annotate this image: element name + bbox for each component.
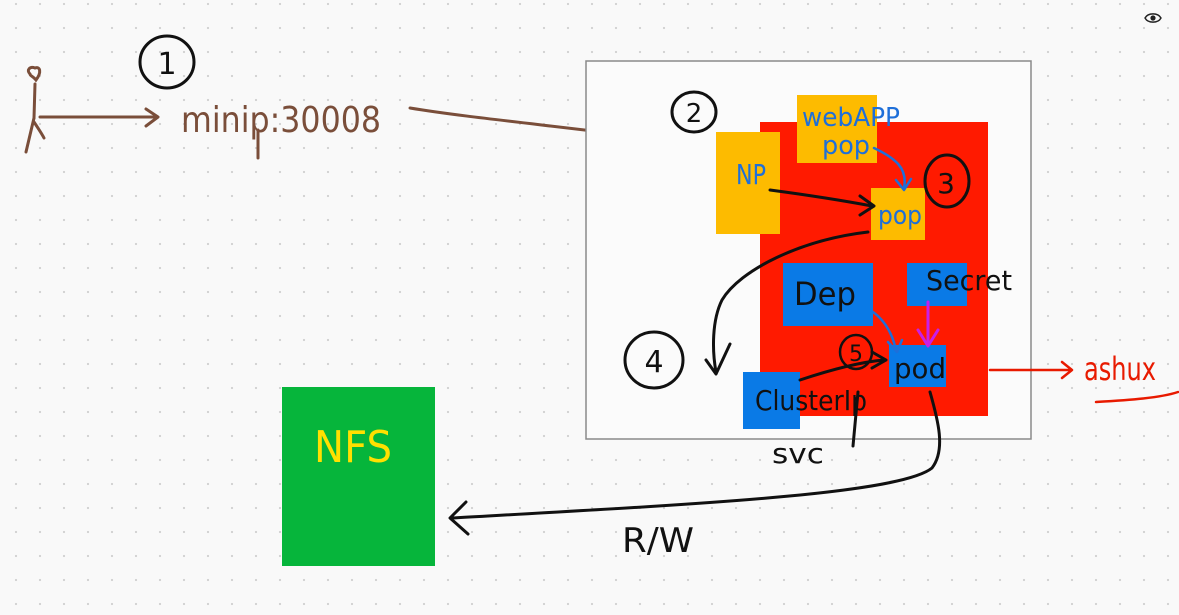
clusterip-tail-stroke xyxy=(851,390,860,448)
webapp-pod-label-line1: webAPP xyxy=(802,103,900,133)
step-5-label: 5 xyxy=(849,342,863,367)
output-underline xyxy=(1094,390,1179,404)
eye-icon[interactable] xyxy=(1144,10,1162,24)
clusterip-to-pod-arrow xyxy=(798,350,888,382)
webapp-pod-box[interactable] xyxy=(797,95,877,163)
user-to-nodeip-arrow xyxy=(38,107,160,128)
step-1-badge: 1 xyxy=(138,34,196,90)
pod-top-label: pop xyxy=(878,201,922,231)
step-3-label: 3 xyxy=(937,167,955,200)
svc-label: svc xyxy=(772,437,824,470)
webapp-pod-label-line2: pop xyxy=(822,131,870,161)
step-4-badge: 4 xyxy=(623,330,685,390)
deployment-to-pod-arrow xyxy=(871,310,904,354)
pod-to-nfs-arrow xyxy=(448,390,942,536)
nodeport-to-pod-arrow xyxy=(768,188,876,217)
node-ip-label: minip:30008 xyxy=(181,100,381,141)
clusterip-box[interactable] xyxy=(743,372,800,429)
pod-bottom-label: pod xyxy=(894,352,946,385)
secret-to-pod-arrow xyxy=(916,300,940,348)
secret-box[interactable] xyxy=(907,263,967,306)
step-4-label: 4 xyxy=(644,345,663,380)
output-label: ashux xyxy=(1084,350,1156,388)
clusterip-label: ClusterIp xyxy=(755,384,867,417)
pod-to-output-arrow xyxy=(988,360,1074,380)
deployment-box[interactable] xyxy=(783,263,873,326)
nodeport-label: NP xyxy=(736,158,766,191)
deployment-label: Dep xyxy=(794,275,856,313)
user-stick-figure-icon xyxy=(24,66,46,154)
nodeport-box[interactable] xyxy=(716,132,780,234)
pod-to-clusterip-arrow xyxy=(704,230,870,376)
step-2-badge: 2 xyxy=(670,90,718,134)
step-3-badge: 3 xyxy=(923,153,971,209)
nfs-box[interactable] xyxy=(282,387,435,566)
secret-label: Secret xyxy=(926,264,1012,297)
rw-label: R/W xyxy=(622,521,694,561)
step-2-label: 2 xyxy=(686,99,703,129)
pod-bottom-box[interactable] xyxy=(889,345,946,387)
pod-top-box[interactable] xyxy=(871,188,925,240)
nfs-label: NFS xyxy=(314,422,392,473)
step-1-label: 1 xyxy=(157,47,176,82)
webapp-pod-label: webAPP pop xyxy=(802,103,908,161)
webapp-to-pod-arrow xyxy=(872,146,913,192)
